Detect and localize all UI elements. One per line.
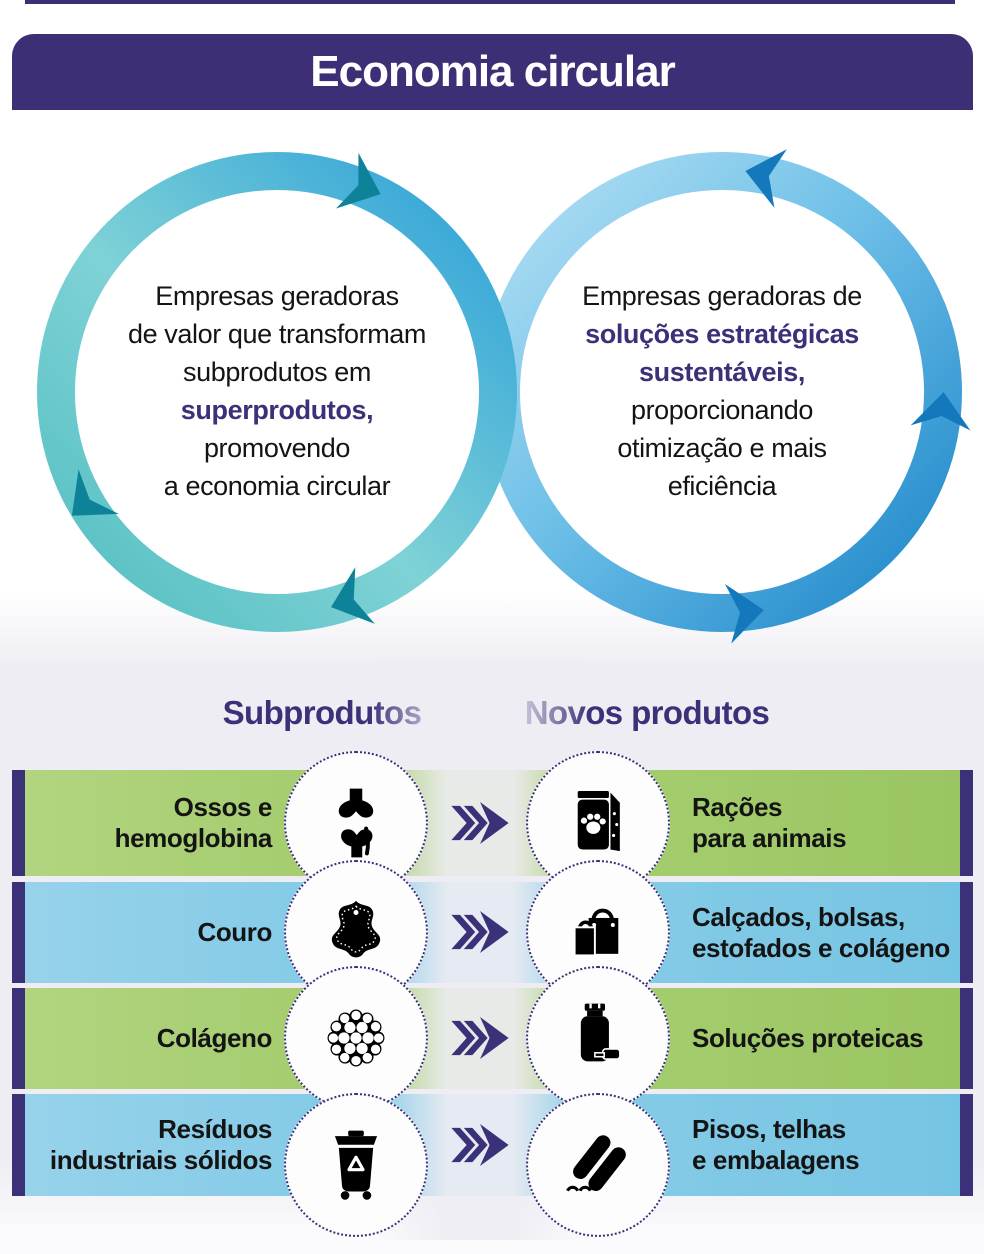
- cycle-right-line-highlight: sustentáveis,: [639, 357, 805, 387]
- subproduct-label: Colágeno: [156, 1023, 273, 1053]
- row-edge-bar: [960, 770, 973, 876]
- protein-jar-icon: [580, 1003, 621, 1062]
- cycle-arrowhead-icon: [910, 392, 971, 431]
- header-bar: Economia circular: [12, 34, 973, 110]
- icon-circle: [526, 1093, 670, 1237]
- cycle-arrowhead-icon: [331, 567, 375, 624]
- bone-joint-icon: [338, 788, 374, 858]
- product-label: Rações para animais: [692, 792, 847, 853]
- transform-arrow-icon: [451, 1017, 509, 1059]
- row-edge-bar: [12, 1094, 25, 1196]
- row-edge-bar: [12, 988, 25, 1089]
- row-edge-bar: [960, 882, 973, 983]
- cycle-right-line-highlight: soluções estratégicas: [585, 319, 859, 349]
- row-edge-bar: [960, 988, 973, 1089]
- cycle-left-line-highlight: superprodutos,: [180, 395, 374, 425]
- row-edge-bar: [12, 882, 25, 983]
- cycle-left-line: Empresas geradoras: [155, 281, 399, 311]
- transform-arrow-icon: [451, 802, 509, 844]
- cycle-left-line: de valor que transformam: [127, 319, 427, 349]
- transform-arrow-icon: [451, 1124, 509, 1166]
- subproduct-label: Couro: [197, 917, 272, 947]
- row-edge-bar: [960, 1094, 973, 1196]
- pet-food-bag-icon: [577, 791, 620, 852]
- cycle-arrowhead-icon: [335, 152, 381, 209]
- cycle-rings-svg: [37, 149, 971, 644]
- subproduct-label: Ossos e hemoglobina: [114, 792, 273, 853]
- icon-circle: [284, 860, 428, 1004]
- recycling-bin-icon: [334, 1130, 378, 1200]
- cycle-right-line: proporcionando: [630, 395, 814, 425]
- top-crop-strip: [25, 0, 955, 4]
- cycle-right-line: eficiência: [667, 471, 777, 501]
- cycle-left-line: subprodutos em: [182, 357, 371, 387]
- cycle-left-line: a economia circular: [163, 471, 391, 501]
- cycle-ring-left: [37, 152, 517, 632]
- icon-circle: [284, 966, 428, 1110]
- row-edge-bar: [12, 770, 25, 876]
- icon-circle: [526, 966, 670, 1110]
- roof-tiles-icon: [566, 1135, 626, 1192]
- collagen-molecule-icon: [327, 1009, 385, 1067]
- cycle-right-line: Empresas geradoras de: [582, 281, 862, 311]
- cycle-right-text: Empresas geradoras de soluções estratégi…: [532, 277, 912, 505]
- product-label: Calçados, bolsas, estofados e colágeno: [692, 901, 950, 963]
- product-label: Pisos, telhas e embalagens: [692, 1114, 860, 1175]
- cycle-arrowhead-icon: [724, 583, 764, 644]
- shopping-bags-icon: [573, 908, 619, 957]
- cycle-right-line: otimização e mais: [617, 433, 827, 463]
- subproduct-label: Resíduos industriais sólidos: [49, 1114, 273, 1175]
- cycle-left-line: promovendo: [203, 433, 351, 463]
- transform-arrow-icon: [451, 911, 509, 953]
- leather-hide-icon: [331, 900, 381, 958]
- icon-circle: [284, 1093, 428, 1237]
- cycle-arrowhead-icon: [745, 149, 787, 208]
- page-title: Economia circular: [310, 47, 675, 96]
- cycle-left-text: Empresas geradoras de valor que transfor…: [87, 277, 467, 505]
- product-label: Soluções proteicas: [692, 1023, 924, 1053]
- cycle-arrowhead-icon: [71, 469, 119, 516]
